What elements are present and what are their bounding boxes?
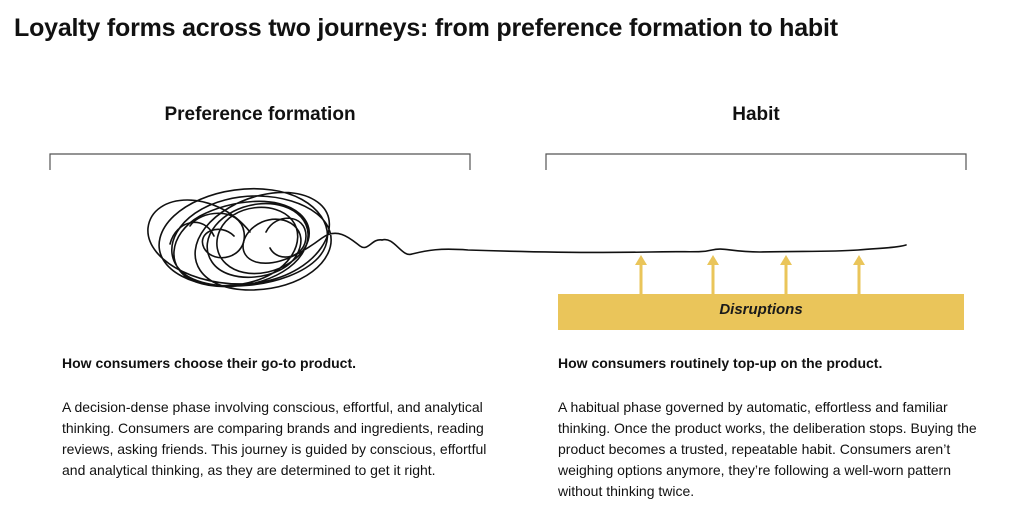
preference-description: A decision-dense phase involving conscio… [62, 399, 487, 478]
bracket-preference [49, 153, 471, 170]
disruption-arrow [635, 255, 647, 294]
phase-title-habit: Habit [732, 104, 780, 125]
disruptions-label: Disruptions [719, 301, 803, 318]
page-title: Loyalty forms across two journeys: from … [14, 14, 838, 42]
tangled-scribble [147, 188, 383, 291]
bracket-habit [545, 153, 967, 170]
disruption-arrow [853, 255, 865, 294]
disruption-arrow [780, 255, 792, 294]
disruption-arrows [635, 255, 865, 294]
preference-heading: How consumers choose their go-to product… [62, 355, 357, 371]
phase-title-preference: Preference formation [164, 104, 356, 125]
habit-heading: How consumers routinely top-up on the pr… [558, 355, 883, 371]
disruption-arrow [707, 255, 719, 294]
disruptions-bar [558, 294, 964, 330]
habit-description: A habitual phase governed by automatic, … [558, 399, 977, 499]
habit-line [381, 238, 907, 256]
